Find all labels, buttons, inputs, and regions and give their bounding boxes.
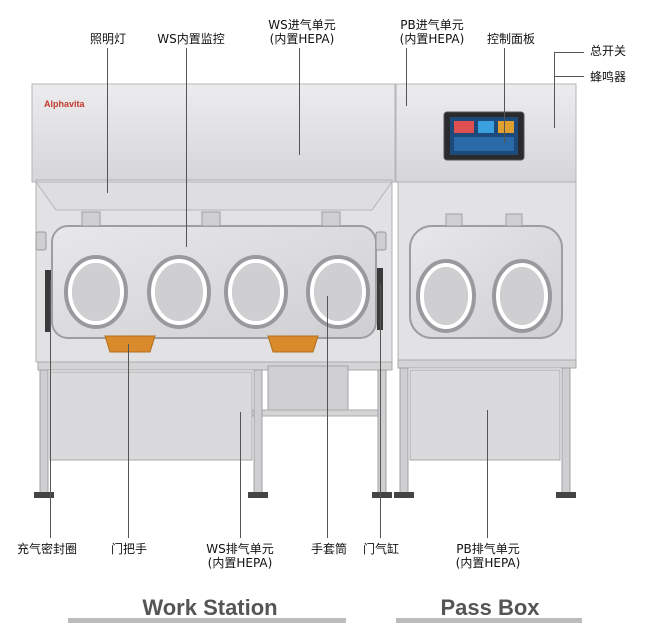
label-ws-monitor: WS内置监控 [157,32,225,46]
door-cylinder-left [45,270,51,332]
pb-stand-frame [397,359,577,369]
leader-line [380,284,381,538]
hinge [321,211,341,227]
label-glove-port: 手套筒 [310,542,347,556]
leader-line [128,344,129,538]
label-pb-intake-2: (内置HEPA) [399,32,465,46]
label-ws-exhaust-1: WS排气单元 [206,542,274,556]
brand-logo: Alphavita [44,99,85,109]
leader-line [327,296,328,538]
label-ws-intake-1: WS进气单元 [268,18,336,32]
leader-line [107,48,108,193]
pb-leg [399,367,409,496]
ws-top-cabinet [31,83,396,183]
label-ws-exhaust-2: (内置HEPA) [207,556,273,570]
leader-line [50,280,51,538]
leader-line [554,76,584,77]
label-buzzer: 蜂鸣器 [590,70,627,84]
leader-line [240,412,241,538]
pb-exhaust-unit [409,369,561,461]
lighting-hood [35,181,393,211]
label-main-switch: 总开关 [590,44,627,58]
ws-exhaust-unit [49,371,253,461]
leader-line [406,48,407,106]
leader-line [554,52,584,53]
label-lighting: 照明灯 [89,32,126,46]
leader-line [487,410,488,538]
hinge [201,211,221,227]
label-door-handle: 门把手 [110,542,147,556]
caption-work-station: Work Station [142,595,278,620]
label-pb-exhaust-2: (内置HEPA) [455,556,521,570]
ws-center-box [267,365,349,411]
leader-line [186,48,187,247]
label-seal-ring: 充气密封圈 [16,542,77,556]
ws-leg [253,369,263,496]
ws-leg [39,369,49,496]
leader-line [554,52,555,128]
label-door-cylinder: 门气缸 [362,542,399,556]
label-ws-intake-2: (内置HEPA) [269,32,335,46]
door-handle-left [104,335,156,353]
caption-bar-work-station [68,618,346,623]
ws-stand-frame [37,361,393,371]
label-control-panel: 控制面板 [486,32,535,46]
label-pb-intake-1: PB进气单元 [400,18,464,32]
door-handle-right [267,335,319,353]
caption-pass-box: Pass Box [440,595,540,620]
caption-bar-pass-box [396,618,582,623]
pb-leg [561,367,571,496]
label-pb-exhaust-1: PB排气单元 [456,542,520,556]
leader-line [299,48,300,155]
hinge [81,211,101,227]
leader-line [504,48,505,143]
